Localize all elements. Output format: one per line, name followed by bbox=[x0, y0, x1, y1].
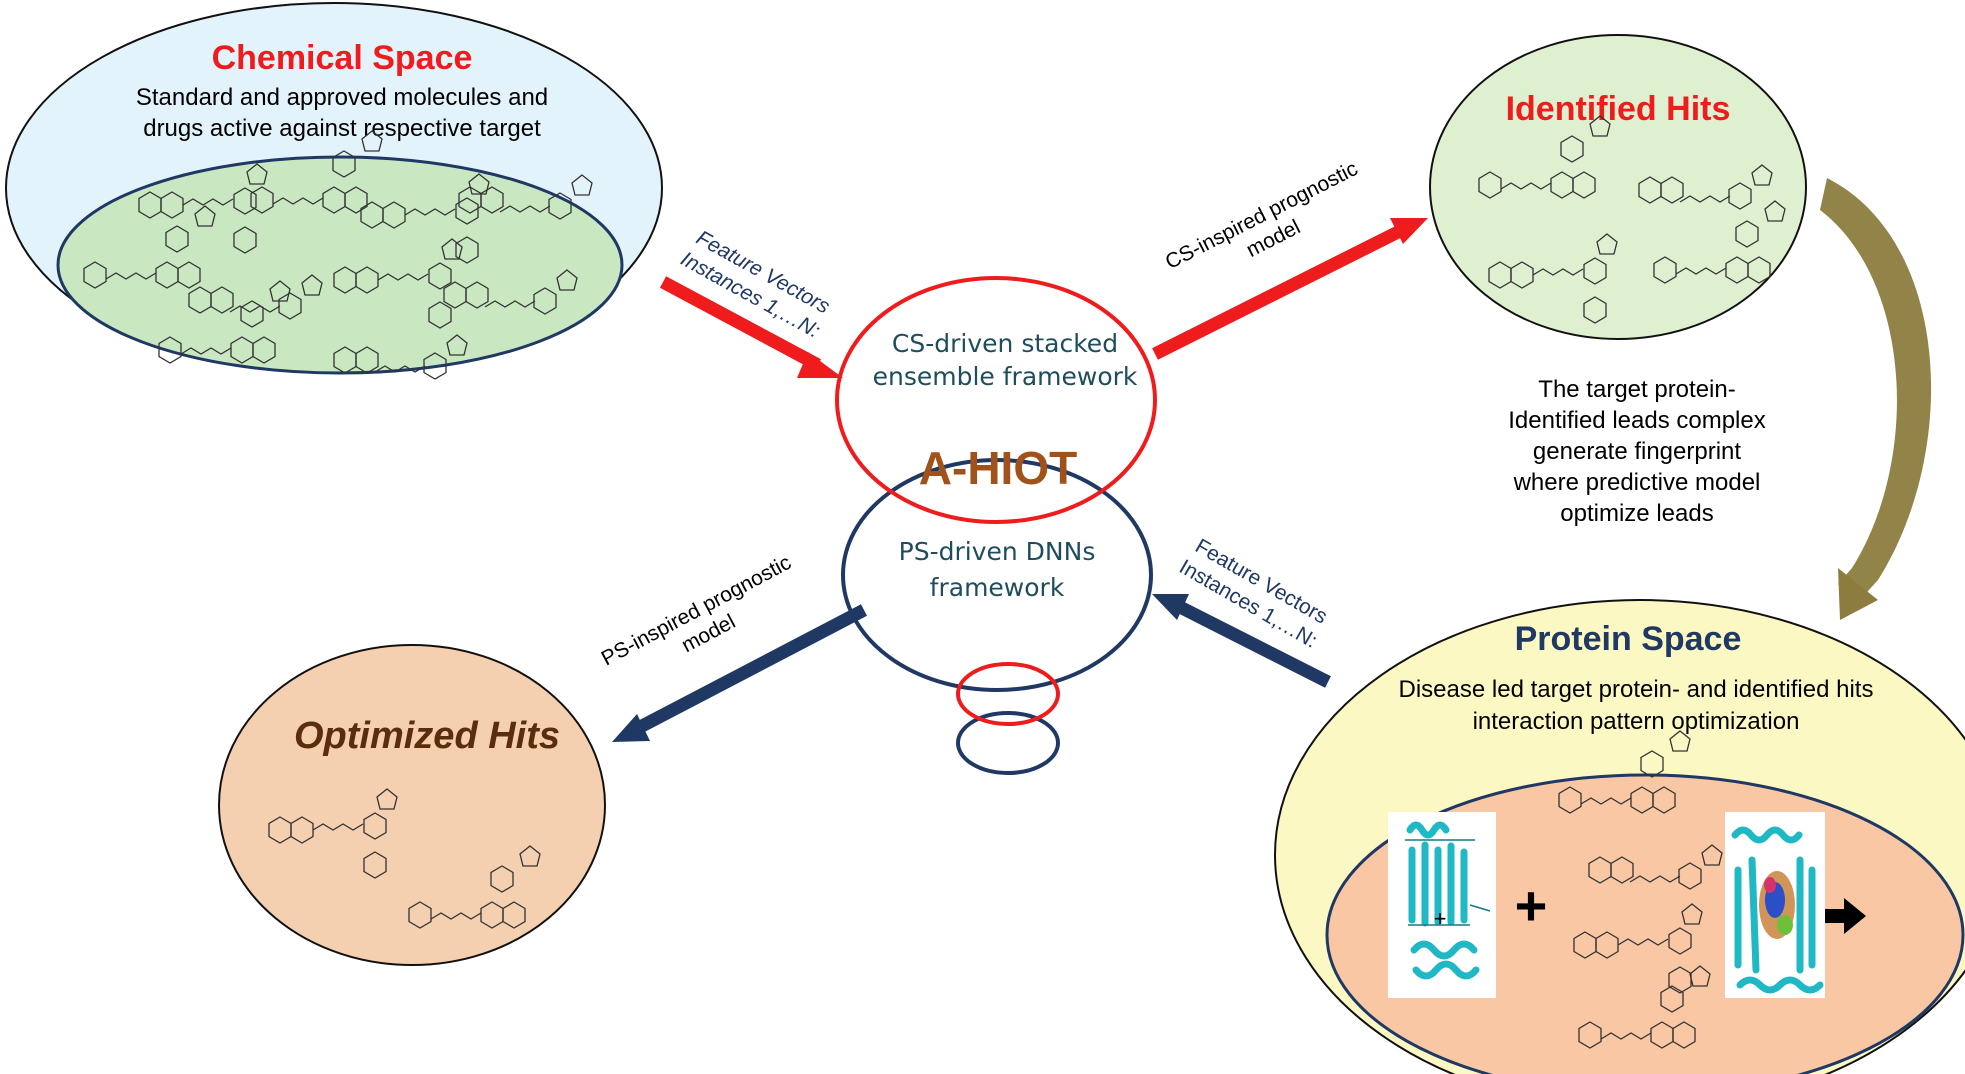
cs-framework-line2: ensemble framework bbox=[873, 362, 1138, 391]
protein-space-panel: Protein Space Disease led target protein… bbox=[1274, 599, 1965, 1074]
chemical-space-title: Chemical Space bbox=[212, 39, 473, 77]
chemical-space-inner-ellipse bbox=[56, 155, 624, 375]
chemical-space-description-line1: Standard and approved molecules and bbox=[136, 84, 548, 111]
a-hiot-core: CS-driven stacked ensemble framework A-H… bbox=[835, 276, 1157, 775]
protein-ligand-complex-image bbox=[1725, 812, 1825, 998]
ps-model-label: PS-inspired prognostic model bbox=[598, 551, 795, 670]
a-hiot-title: A-HIOT bbox=[919, 442, 1077, 494]
optimized-hits-ellipse bbox=[218, 644, 606, 966]
target-protein-image: + bbox=[1388, 812, 1496, 998]
fingerprint-note-line5: optimize leads bbox=[1560, 500, 1713, 527]
ps-framework-line2: framework bbox=[930, 573, 1065, 602]
ps-driven-ellipse bbox=[841, 458, 1153, 692]
cs-driven-ellipse bbox=[835, 276, 1157, 524]
cs-model-arrow bbox=[1152, 218, 1428, 360]
iteration-loop-icon bbox=[956, 662, 1060, 775]
chemical-space-description-line2: drugs active against respective target bbox=[143, 115, 541, 142]
svg-text:+: + bbox=[1434, 906, 1447, 931]
chemical-space-panel: Chemical Space Standard and approved mol… bbox=[5, 2, 663, 379]
feature-vectors-arrow-in bbox=[659, 276, 843, 378]
protein-space-description-line2: interaction pattern optimization bbox=[1473, 708, 1800, 735]
fingerprint-note: The target protein- Identified leads com… bbox=[1508, 376, 1765, 527]
hits-to-protein-curved-arrow bbox=[1820, 178, 1932, 620]
fingerprint-note-line2: Identified leads complex bbox=[1508, 407, 1765, 434]
cs-model-label: CS-inspired prognostic model bbox=[1162, 157, 1362, 274]
identified-hits-ellipse bbox=[1429, 34, 1807, 340]
fingerprint-note-line1: The target protein- bbox=[1538, 376, 1735, 403]
feature-vectors-arrow-protein bbox=[1152, 594, 1331, 688]
fingerprint-note-line3: generate fingerprint bbox=[1533, 438, 1741, 465]
ps-model-arrow bbox=[612, 604, 868, 742]
optimized-hits-title: Optimized Hits bbox=[294, 715, 560, 757]
plus-symbol: + bbox=[1515, 874, 1548, 937]
feature-vectors-label-bottom: Feature Vectors Instances 1,…N: bbox=[1175, 534, 1331, 652]
fingerprint-note-line4: where predictive model bbox=[1513, 469, 1761, 496]
cs-framework-line1: CS-driven stacked bbox=[892, 329, 1118, 358]
protein-space-description-line1: Disease led target protein- and identifi… bbox=[1399, 676, 1874, 703]
ps-framework-line1: PS-driven DNNs bbox=[899, 537, 1096, 566]
identified-hits-panel: Identified Hits bbox=[1429, 34, 1807, 340]
protein-space-title: Protein Space bbox=[1515, 620, 1742, 658]
optimized-hits-panel: Optimized Hits bbox=[218, 644, 606, 966]
identified-hits-title: Identified Hits bbox=[1506, 90, 1731, 128]
